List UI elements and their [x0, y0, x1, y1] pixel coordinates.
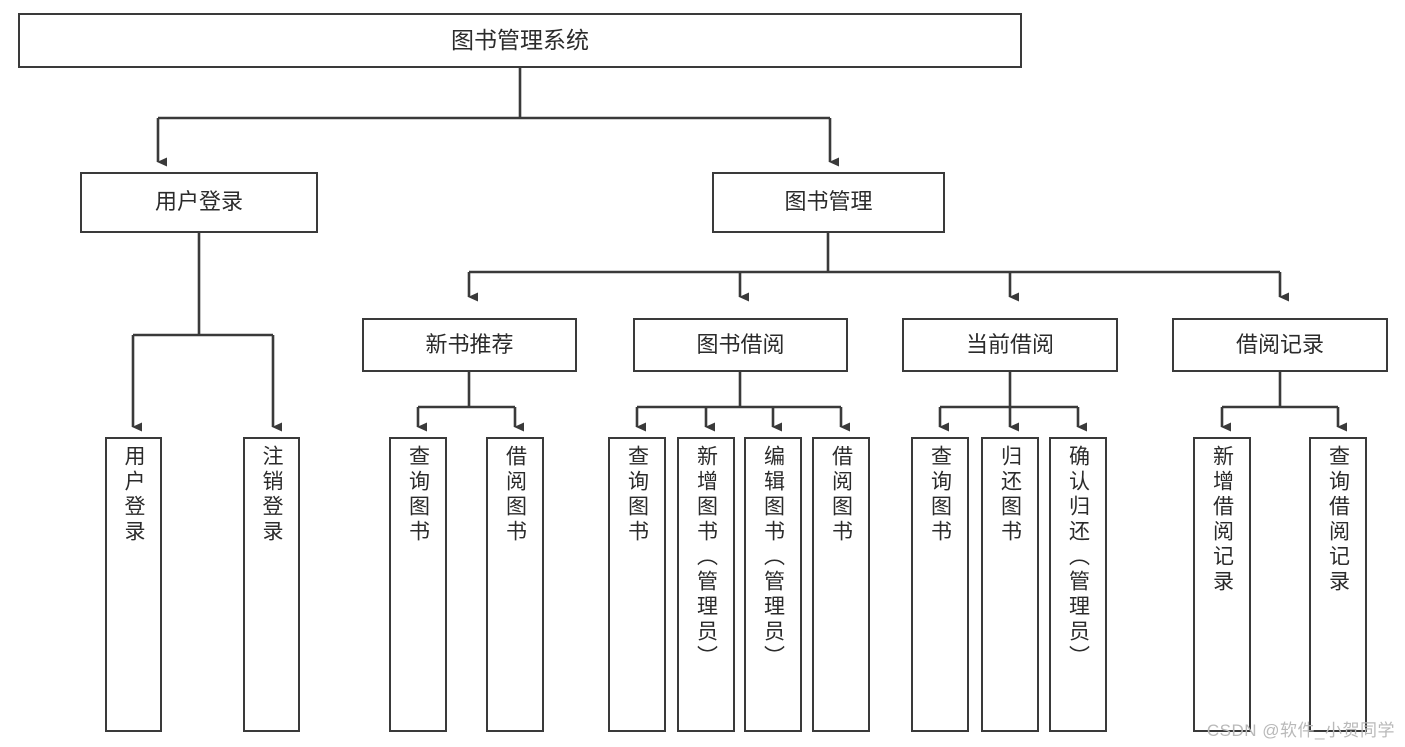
- node-book-management[interactable]: 图书管理: [712, 172, 945, 233]
- node-label: 借阅图书: [829, 445, 853, 545]
- leaf-record-query-record[interactable]: 查询借阅记录: [1309, 437, 1367, 732]
- node-label: 查询图书: [625, 445, 649, 545]
- leaf-current-query-book[interactable]: 查询图书: [911, 437, 969, 732]
- leaf-user-login-login[interactable]: 用户登录: [105, 437, 162, 732]
- node-label: 新书推荐: [425, 331, 514, 357]
- node-label: 注销登录: [260, 445, 283, 545]
- node-label: 图书管理: [784, 189, 873, 215]
- leaf-record-add-record[interactable]: 新增借阅记录: [1193, 437, 1251, 732]
- node-label: 编辑图书（管理员）: [761, 445, 785, 670]
- leaf-borrow-edit-book-admin[interactable]: 编辑图书（管理员）: [744, 437, 802, 732]
- node-label: 新增借阅记录: [1210, 445, 1234, 595]
- node-label: 借阅记录: [1235, 331, 1324, 357]
- node-label: 当前借阅: [965, 331, 1054, 357]
- node-label: 图书借阅: [696, 331, 785, 357]
- node-borrow-record[interactable]: 借阅记录: [1172, 318, 1388, 372]
- node-label: 查询借阅记录: [1326, 445, 1350, 595]
- node-label: 查询图书: [928, 445, 952, 545]
- node-label: 查询图书: [406, 445, 430, 545]
- node-user-login[interactable]: 用户登录: [80, 172, 318, 233]
- node-label: 用户登录: [122, 445, 145, 545]
- node-label: 用户登录: [154, 189, 243, 215]
- node-label: 图书管理系统: [451, 26, 589, 53]
- leaf-current-return-book[interactable]: 归还图书: [981, 437, 1039, 732]
- leaf-borrow-borrow-book[interactable]: 借阅图书: [812, 437, 870, 732]
- node-label: 借阅图书: [503, 445, 527, 545]
- leaf-user-login-logout[interactable]: 注销登录: [243, 437, 300, 732]
- leaf-current-confirm-return-admin[interactable]: 确认归还（管理员）: [1049, 437, 1107, 732]
- leaf-recommend-borrow-book[interactable]: 借阅图书: [486, 437, 544, 732]
- node-root-system[interactable]: 图书管理系统: [18, 13, 1022, 68]
- node-current-borrow[interactable]: 当前借阅: [902, 318, 1118, 372]
- node-label: 新增图书（管理员）: [694, 445, 718, 670]
- watermark-text: CSDN @软件_小贺同学: [1206, 721, 1395, 740]
- node-label: 归还图书: [998, 445, 1022, 545]
- node-book-borrow[interactable]: 图书借阅: [633, 318, 848, 372]
- leaf-borrow-query-book[interactable]: 查询图书: [608, 437, 666, 732]
- leaf-borrow-add-book-admin[interactable]: 新增图书（管理员）: [677, 437, 735, 732]
- leaf-recommend-query-book[interactable]: 查询图书: [389, 437, 447, 732]
- node-new-book-recommend[interactable]: 新书推荐: [362, 318, 577, 372]
- node-label: 确认归还（管理员）: [1066, 445, 1090, 670]
